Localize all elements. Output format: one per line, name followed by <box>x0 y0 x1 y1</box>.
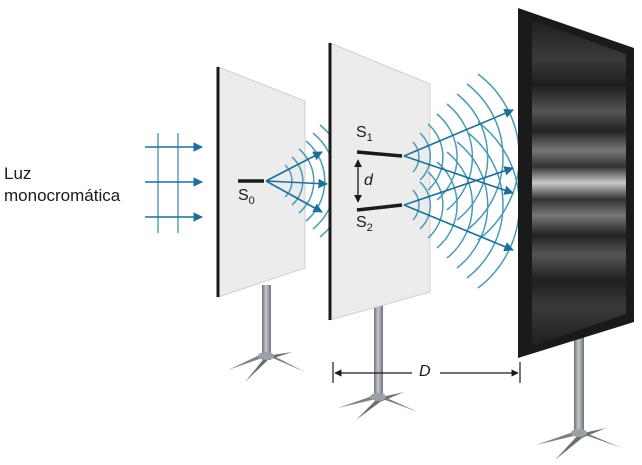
distance-D-dimension <box>332 362 521 383</box>
label-s2: S2 <box>356 214 373 234</box>
stand-3 <box>536 330 622 460</box>
light-label-line-2: monocromática <box>4 186 121 205</box>
slit-s1 <box>356 150 403 158</box>
incoming-wavefronts <box>157 133 179 233</box>
s0-subscript: 0 <box>248 195 255 207</box>
label-distance-D: D <box>419 363 431 380</box>
slit-s2 <box>356 203 403 212</box>
s1-letter: S <box>356 124 367 141</box>
arrows-s0 <box>265 151 328 213</box>
waves-s2 <box>412 121 521 289</box>
s2-subscript: 2 <box>366 222 373 234</box>
stand-1 <box>228 285 305 382</box>
label-slit-separation-d: d <box>364 172 373 189</box>
s1-subscript: 1 <box>366 132 373 144</box>
incoming-arrows <box>145 142 203 222</box>
stand-2 <box>338 300 418 420</box>
s0-letter: S <box>238 187 249 204</box>
arrows-double-slit <box>403 108 514 252</box>
panel-single-slit <box>216 66 306 298</box>
label-s1: S1 <box>356 124 373 144</box>
label-s0: S0 <box>238 187 255 207</box>
panel-double-slit <box>328 42 431 321</box>
viewing-screen <box>518 8 634 358</box>
s2-letter: S <box>356 214 367 231</box>
light-source-label: Luz monocromática <box>4 163 120 207</box>
light-label-line-1: Luz <box>4 164 32 183</box>
